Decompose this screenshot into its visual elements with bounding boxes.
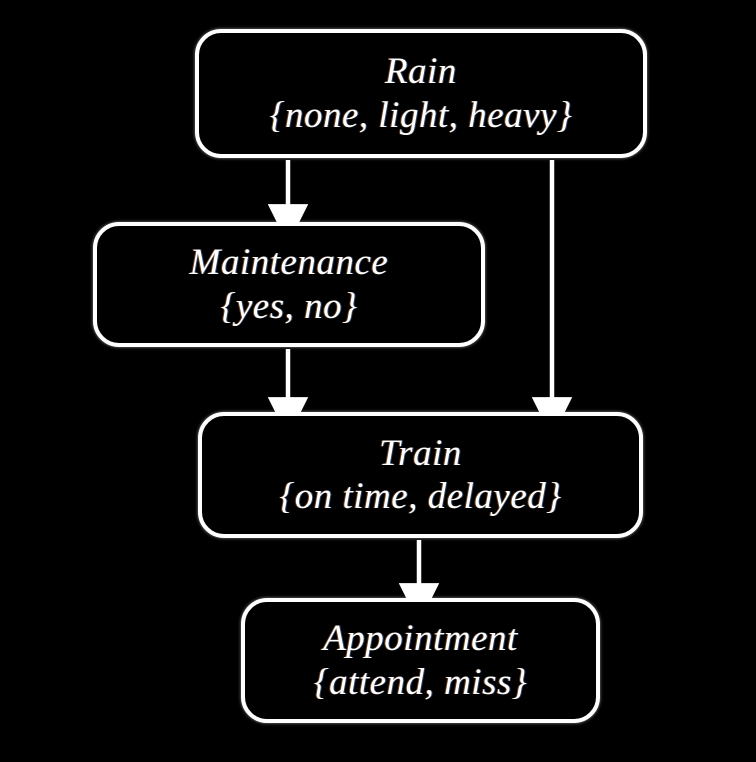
node-train-label: Train bbox=[379, 432, 462, 474]
node-maintenance-states: {yes, no} bbox=[220, 285, 358, 327]
node-maintenance[interactable]: Maintenance {yes, no} bbox=[93, 222, 485, 347]
node-appointment[interactable]: Appointment {attend, miss} bbox=[241, 598, 600, 723]
node-maintenance-label: Maintenance bbox=[189, 242, 389, 284]
node-appointment-states: {attend, miss} bbox=[313, 661, 528, 703]
node-train[interactable]: Train {on time, delayed} bbox=[198, 412, 643, 538]
node-rain[interactable]: Rain {none, light, heavy} bbox=[195, 29, 647, 158]
node-rain-states: {none, light, heavy} bbox=[269, 94, 573, 136]
node-rain-label: Rain bbox=[385, 51, 457, 93]
node-train-states: {on time, delayed} bbox=[279, 476, 562, 517]
node-appointment-label: Appointment bbox=[323, 618, 518, 660]
